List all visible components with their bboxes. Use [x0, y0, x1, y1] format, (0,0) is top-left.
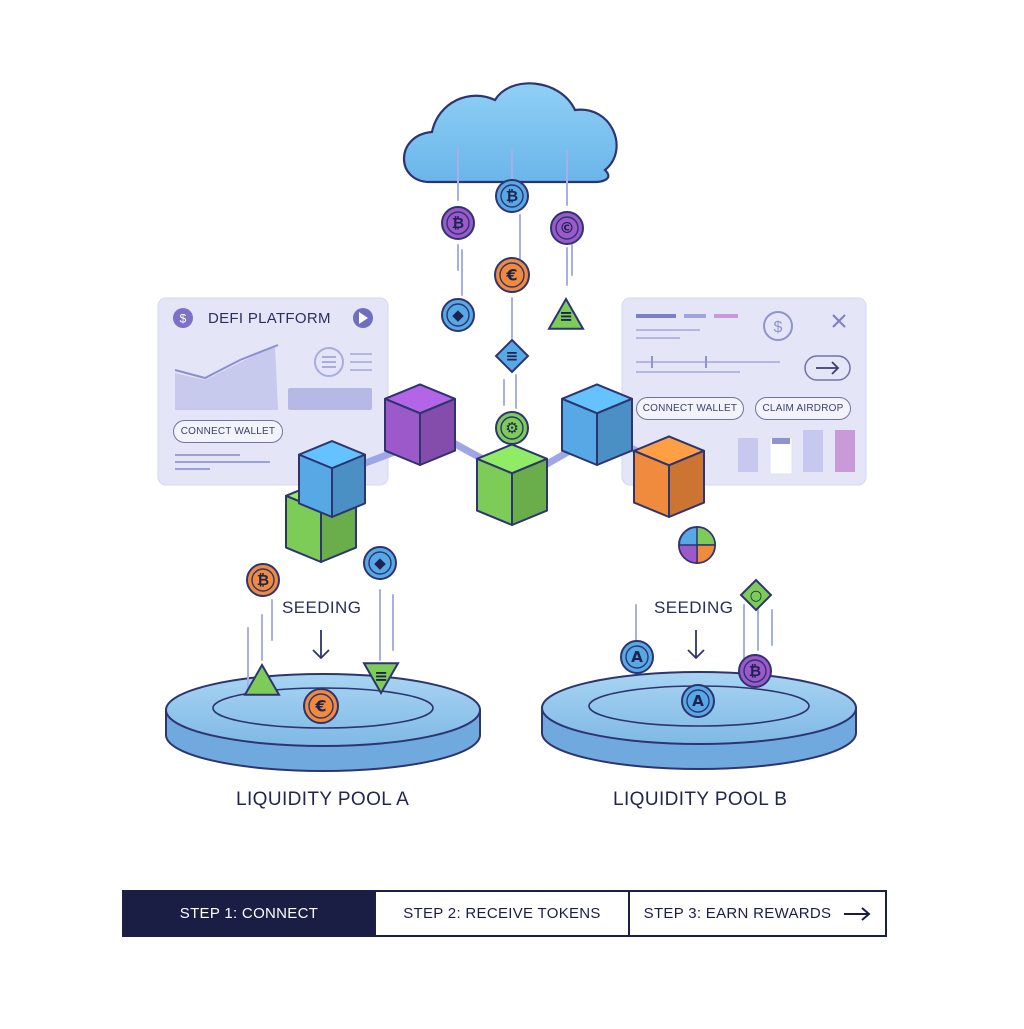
step-1-label: STEP 1: CONNECT [179, 905, 319, 922]
svg-text:₿: ₿ [257, 571, 269, 589]
svg-text:€: € [505, 265, 517, 284]
a-token-icon: A [681, 684, 715, 718]
bitcoin-token-icon: ₿ [441, 206, 475, 240]
svg-text:○: ○ [750, 588, 762, 604]
tokens: ₿ ₿ © € ◆ ≡ ≡ ⚙ ◆ ₿ ○ A ₿ ≡ € A [243, 179, 773, 724]
svg-text:A: A [692, 692, 704, 710]
cube-blue-left [298, 440, 366, 518]
liquidity-pool-a [165, 673, 481, 772]
step-earn-rewards[interactable]: STEP 3: EARN REWARDS [628, 892, 885, 935]
pie-token-icon [678, 526, 716, 564]
euro-token-icon: € [303, 688, 339, 724]
bitcoin-token-icon: ₿ [495, 179, 529, 213]
svg-text:≡: ≡ [374, 666, 388, 685]
step-receive-tokens[interactable]: STEP 2: RECEIVE TOKENS [374, 892, 628, 935]
c-token-icon: © [550, 211, 584, 245]
svg-text:₿: ₿ [506, 187, 518, 205]
triangle-token-icon: ≡ [547, 296, 585, 330]
step-progress-bar: STEP 1: CONNECT STEP 2: RECEIVE TOKENS S… [122, 890, 887, 937]
triangle-token-icon: ≡ [362, 662, 400, 696]
close-icon [832, 314, 846, 328]
svg-text:≡: ≡ [559, 306, 573, 325]
panel-title: DEFI PLATFORM [208, 310, 331, 327]
cube-green-center [476, 443, 548, 526]
svg-text:₿: ₿ [749, 662, 761, 680]
blockchain-cubes [285, 383, 705, 563]
diamond-token-icon: ◆ [363, 546, 397, 580]
diamond-token-icon: ◆ [441, 298, 475, 332]
down-arrow-icon [687, 630, 705, 660]
bitcoin-token-icon: ₿ [738, 654, 772, 688]
connect-wallet-button[interactable]: CONNECT WALLET [173, 420, 283, 443]
cloud-icon [403, 82, 618, 184]
svg-text:≡: ≡ [506, 347, 519, 365]
arrow-button [804, 355, 851, 381]
svg-text:₿: ₿ [452, 214, 464, 232]
diamond-token-icon: ○ [739, 578, 773, 612]
svg-text:©: © [559, 219, 574, 237]
svg-text:A: A [631, 648, 643, 666]
diamond-token-icon: ≡ [494, 338, 530, 374]
svg-text:◆: ◆ [452, 306, 464, 324]
bitcoin-token-icon: ₿ [246, 563, 280, 597]
area-chart [175, 345, 278, 410]
down-arrow-icon [312, 630, 330, 660]
cube-purple [384, 383, 456, 466]
seeding-label-right: SEEDING [654, 598, 734, 617]
cube-blue-right [561, 383, 633, 466]
a-token-icon: A [620, 640, 654, 674]
svg-text:⚙: ⚙ [505, 419, 519, 437]
step-3-label: STEP 3: EARN REWARDS [643, 905, 832, 922]
menu-icon [314, 347, 344, 377]
euro-token-icon: € [494, 257, 530, 293]
step-2-label: STEP 2: RECEIVE TOKENS [403, 905, 601, 922]
svg-text:$: $ [774, 319, 783, 336]
token-rain-lines [457, 147, 573, 409]
claim-airdrop-button[interactable]: CLAIM AIRDROP [755, 397, 851, 420]
gear-token-icon: ⚙ [495, 411, 529, 445]
pool-a-label: LIQUIDITY POOL A [236, 789, 410, 810]
svg-text:€: € [314, 696, 326, 715]
step-connect[interactable]: STEP 1: CONNECT [124, 892, 374, 935]
svg-text:$: $ [180, 312, 187, 326]
dollar-icon [173, 308, 193, 328]
triangle-token-icon [243, 662, 281, 696]
airdrop-panel: $ [621, 297, 867, 486]
cube-orange [633, 435, 705, 518]
dollar-icon [763, 311, 793, 341]
svg-text:◆: ◆ [374, 554, 386, 572]
arrow-right-icon [844, 906, 871, 921]
pool-b-label: LIQUIDITY POOL B [613, 789, 788, 810]
seeding-label-left: SEEDING [282, 598, 362, 617]
connect-wallet-button-right[interactable]: CONNECT WALLET [636, 397, 744, 420]
